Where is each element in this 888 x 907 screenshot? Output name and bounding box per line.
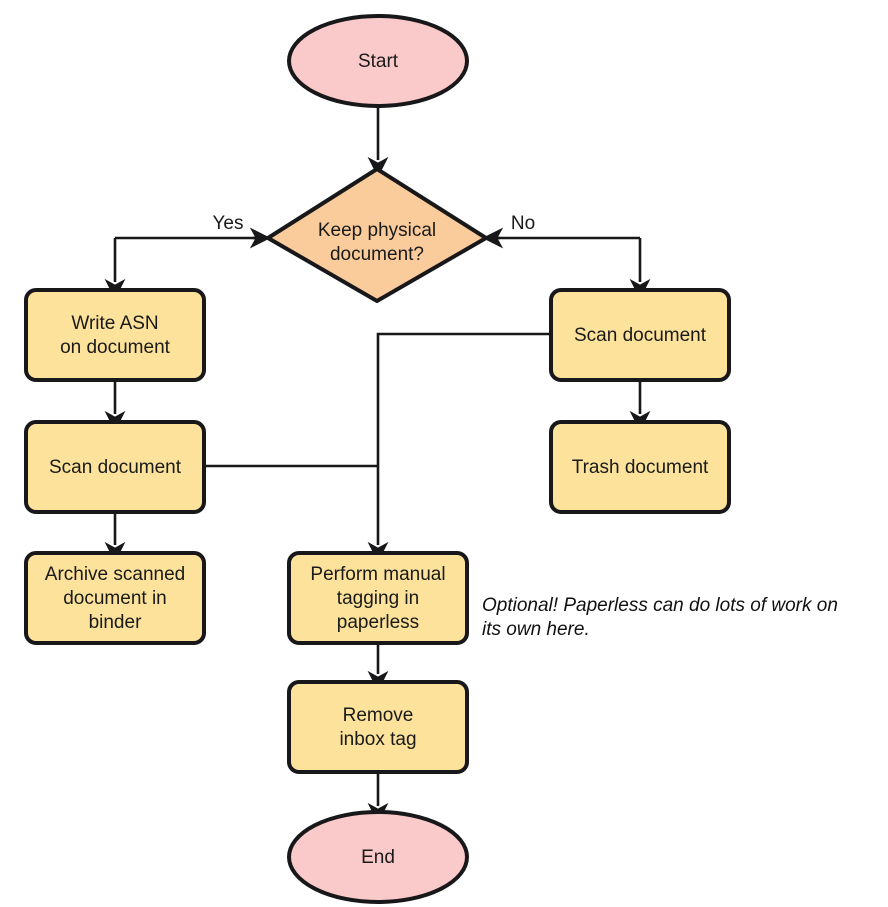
decision-label-line2: document?: [330, 244, 424, 265]
node-perform-manual-tagging[interactable]: Perform manual tagging in paperless: [287, 551, 469, 645]
remove-inbox-label-line2: inbox tag: [339, 729, 416, 750]
write-asn-label-line2: on document: [60, 337, 171, 358]
remove-inbox-label-line1: Remove: [343, 705, 414, 726]
start-ellipse: [287, 14, 469, 108]
node-scan-document-left[interactable]: Scan document: [24, 420, 206, 514]
edge-label-no: No: [511, 213, 535, 234]
node-start[interactable]: Start: [287, 14, 469, 108]
node-end[interactable]: End: [287, 810, 469, 904]
archive-box: [24, 551, 206, 645]
trash-document-box: [549, 420, 731, 514]
connector-scan-right-to-tagging: [367, 332, 551, 563]
tagging-label-line3: paperless: [337, 612, 419, 633]
scan-document-left-label: Scan document: [49, 457, 182, 478]
write-asn-label-line1: Write ASN: [71, 313, 158, 334]
end-ellipse: [287, 810, 469, 904]
remove-inbox-box: [287, 680, 469, 774]
node-decision-keep-physical-document[interactable]: Keep physical document?: [266, 167, 488, 303]
optional-note-line1: Optional! Paperless can do lots of work …: [482, 595, 838, 616]
node-remove-inbox-tag[interactable]: Remove inbox tag: [287, 680, 469, 774]
tagging-box: [287, 551, 469, 645]
archive-label-line1: Archive scanned: [45, 564, 185, 585]
tagging-label-line2: tagging in: [337, 588, 419, 609]
end-label: End: [361, 847, 395, 868]
start-label: Start: [358, 51, 399, 72]
archive-label-line2: document in: [63, 588, 167, 609]
scan-document-right-box: [549, 288, 731, 382]
node-scan-document-right[interactable]: Scan document: [549, 288, 731, 382]
node-archive-scanned-document[interactable]: Archive scanned document in binder: [24, 551, 206, 645]
decision-diamond: [266, 167, 488, 303]
scan-document-right-label: Scan document: [574, 325, 707, 346]
decision-label-line1: Keep physical: [318, 220, 436, 241]
write-asn-box: [24, 288, 206, 382]
node-write-asn-on-document[interactable]: Write ASN on document: [24, 288, 206, 382]
archive-label-line3: binder: [89, 612, 142, 633]
node-trash-document[interactable]: Trash document: [549, 420, 731, 514]
optional-note-line2: its own here.: [482, 619, 590, 640]
annotation-optional-note: Optional! Paperless can do lots of work …: [482, 595, 838, 640]
tagging-label-line1: Perform manual: [310, 564, 445, 585]
trash-document-label: Trash document: [572, 457, 709, 478]
scan-document-left-box: [24, 420, 206, 514]
edge-label-yes: Yes: [213, 213, 244, 234]
